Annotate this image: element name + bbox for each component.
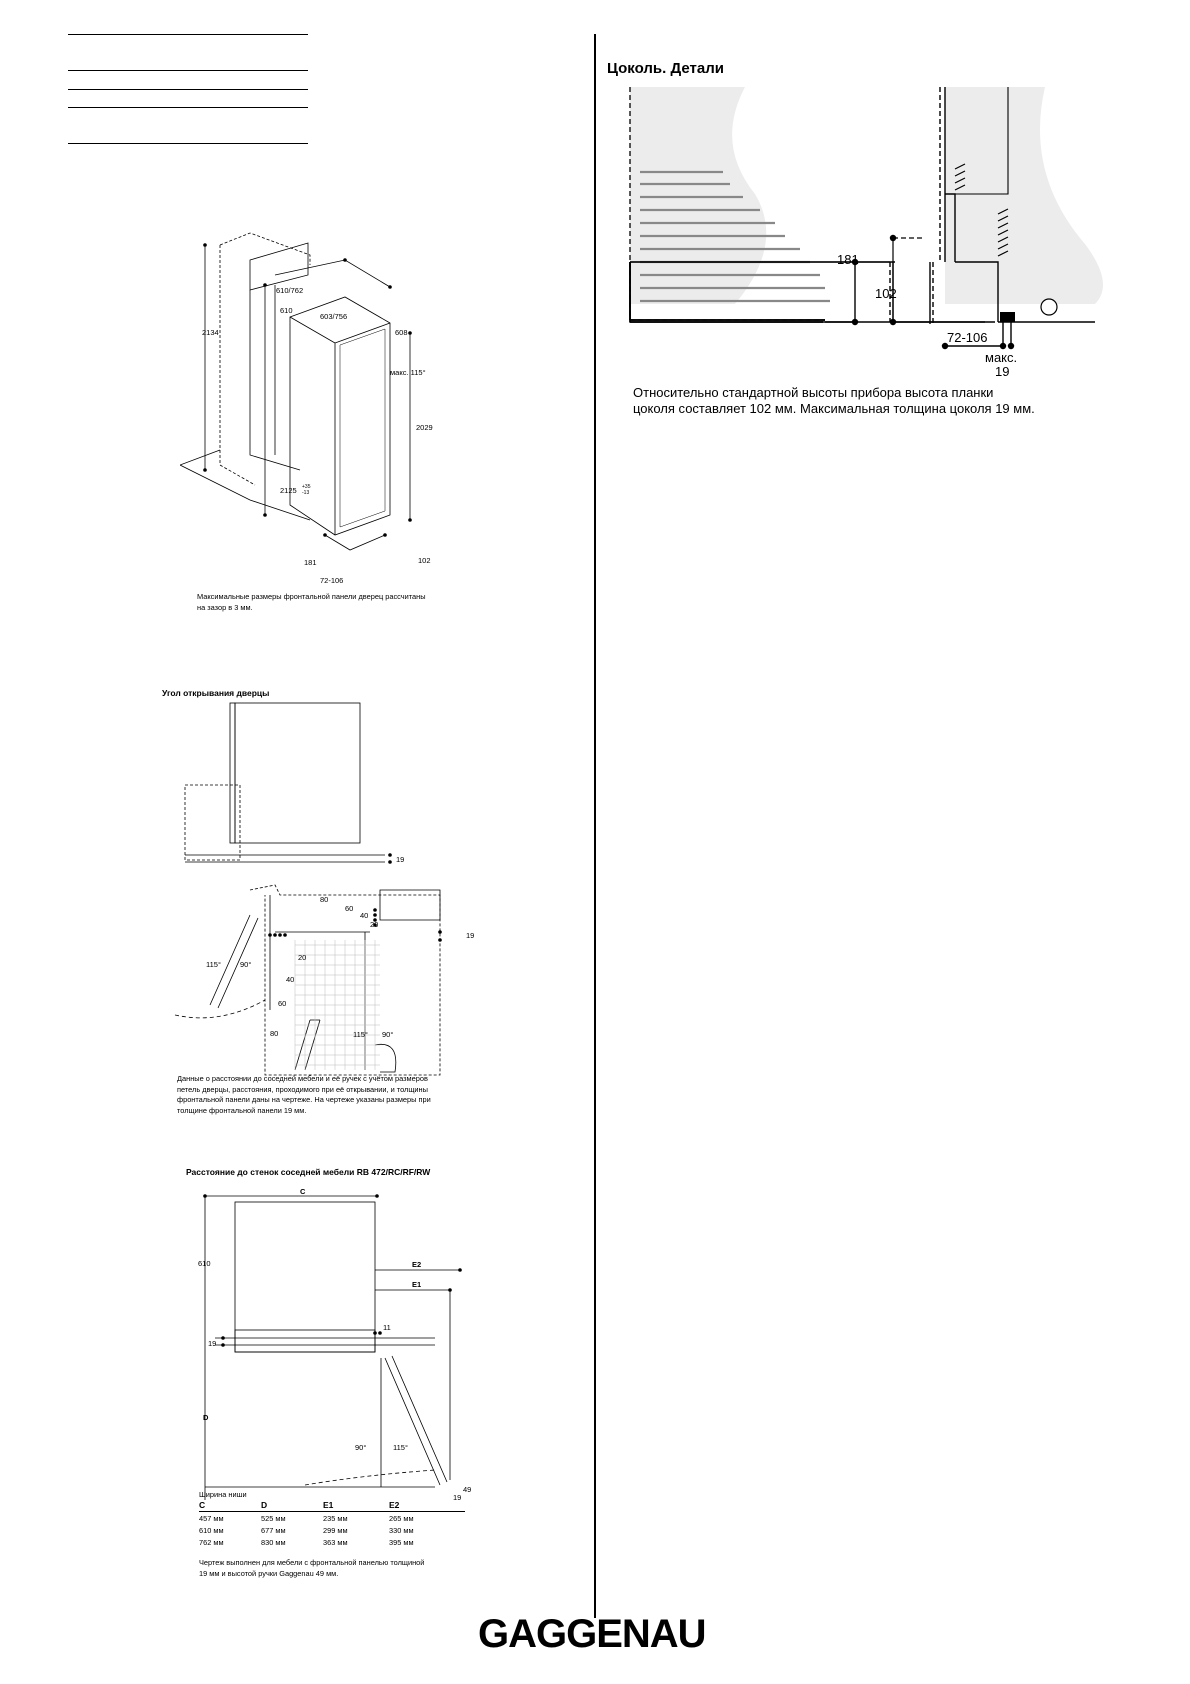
dim-label: 11 [383, 1323, 391, 1332]
column-header: E1 [323, 1500, 389, 1512]
dim-label: 181 [304, 558, 317, 567]
header-rule-3 [68, 89, 308, 90]
dim-label: C [300, 1187, 306, 1196]
dim-label: 102 [418, 556, 431, 565]
column-header: E2 [389, 1500, 465, 1512]
table-caption: Ширина ниши [199, 1490, 247, 1499]
dim-label: 60 [278, 999, 286, 1008]
plinth-caption: Относительно стандартной высоты прибора … [633, 385, 1035, 416]
angle-label: 90° [382, 1030, 393, 1039]
dim-label: 20 [370, 920, 378, 929]
table-cell: 235 мм [323, 1514, 348, 1523]
dim-label: 603/756 [320, 312, 347, 321]
dim-label: -13 [302, 490, 309, 496]
header-rule-2 [68, 70, 308, 71]
angle-label: 90° [240, 960, 251, 969]
dim-label: 19 [466, 931, 474, 940]
table-cell: 457 мм [199, 1514, 224, 1523]
table-cell: 677 мм [261, 1526, 286, 1535]
angle-label: 115° [393, 1443, 408, 1452]
table-row: 610 мм 677 мм 299 мм 330 мм [199, 1524, 465, 1536]
angle-label: 115° [353, 1030, 368, 1039]
dim-label: D [203, 1413, 209, 1422]
dim-label: 181 [837, 252, 859, 267]
dim-label: E2 [412, 1260, 421, 1269]
dim-label: 19 [396, 855, 404, 864]
table-cell: 525 мм [261, 1514, 286, 1523]
adjacent-section-title: Расстояние до стенок соседней мебели RB … [186, 1167, 431, 1177]
dim-label: 60 [345, 904, 353, 913]
plinth-section-title: Цоколь. Детали [607, 60, 724, 77]
isometric-installation-drawing: 610/762 610 603/756 608 2134 макс. 115° … [180, 232, 433, 585]
dim-label: 19 [453, 1493, 461, 1502]
dim-label: 80 [320, 895, 328, 904]
angle-label: 115° [206, 960, 221, 969]
dim-label: 2125 [280, 486, 297, 495]
table-cell: 762 мм [199, 1538, 224, 1547]
dim-label: 19 [995, 364, 1009, 379]
table-header-row: C D E1 E2 [199, 1500, 465, 1512]
dim-label: 20 [298, 953, 306, 962]
door-caption: Данные о расстоянии до соседней мебели и… [177, 1074, 431, 1115]
dim-label: 40 [360, 911, 368, 920]
niche-width-table: C D E1 E2 457 мм 525 мм 235 мм 265 мм 61… [199, 1500, 465, 1548]
table-cell: 610 мм [199, 1526, 224, 1535]
dim-label: 610 [198, 1259, 211, 1268]
dim-label: 19 [208, 1339, 216, 1348]
header-rule-5 [68, 143, 308, 144]
table-cell: 330 мм [389, 1526, 414, 1535]
dim-label: макс. [985, 350, 1017, 365]
dim-label: 608 [395, 328, 408, 337]
table-cell: 830 мм [261, 1538, 286, 1547]
angle-label: 90° [355, 1443, 366, 1452]
table-row: 457 мм 525 мм 235 мм 265 мм [199, 1512, 465, 1525]
dim-label: E1 [412, 1280, 421, 1289]
dim-label: 49 [463, 1485, 471, 1494]
dim-label: 610/762 [276, 286, 303, 295]
table-cell: 395 мм [389, 1538, 414, 1547]
dim-label: 102 [875, 286, 897, 301]
table-cell: 265 мм [389, 1514, 414, 1523]
dim-label: макс. 115° [390, 368, 426, 377]
dim-label: 2134 [202, 328, 219, 337]
table-row: 762 мм 830 мм 363 мм 395 мм [199, 1536, 465, 1548]
header-rule-4 [68, 107, 308, 108]
dim-label: 72-106 [320, 576, 343, 585]
dim-label: 72-106 [947, 330, 987, 345]
iso-caption: Максимальные размеры фронтальной панели … [197, 592, 426, 612]
dim-label: 40 [286, 975, 294, 984]
header-rule-1 [68, 34, 308, 35]
brand-logo: GAGGENAU [478, 1612, 707, 1656]
dim-label: 610 [280, 306, 293, 315]
column-divider [594, 34, 596, 1618]
plinth-dimensions: 181 102 72-106 макс. 19 [629, 87, 1095, 379]
column-header: C [199, 1500, 261, 1512]
dim-label: 80 [270, 1029, 278, 1038]
adjacent-furniture-drawing: C 610 E2 E1 11 19 D 90° 115° 49 19 [198, 1187, 471, 1502]
table-cell: 299 мм [323, 1526, 348, 1535]
dim-label: +35 [302, 484, 311, 490]
table-cell: 363 мм [323, 1538, 348, 1547]
door-section-title: Угол открывания дверцы [162, 688, 270, 698]
door-angle-drawing: 19 80 60 40 20 19 20 40 60 80 115° 90° 1… [174, 702, 474, 1076]
dim-label: 2029 [416, 423, 433, 432]
column-header: D [261, 1500, 323, 1512]
adjacent-caption: Чертеж выполнен для мебели с фронтальной… [199, 1558, 425, 1578]
